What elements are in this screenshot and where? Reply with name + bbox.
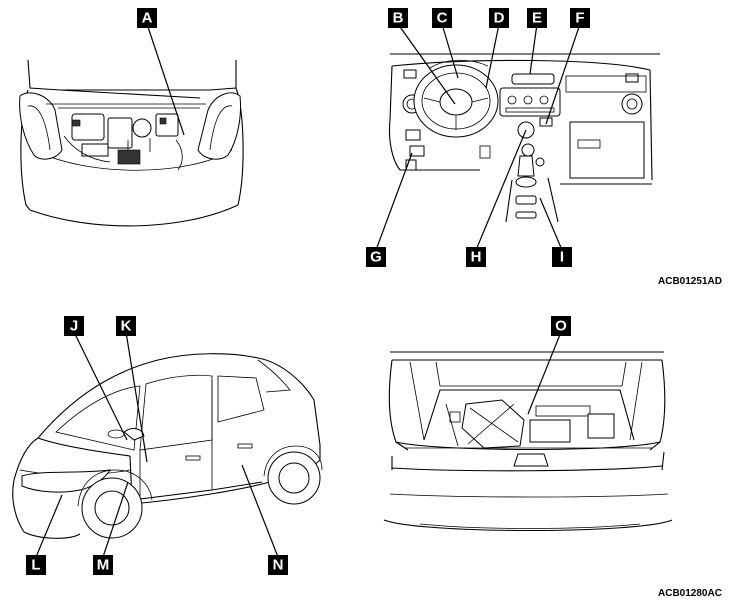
label-d: D xyxy=(489,8,509,28)
label-f: F xyxy=(570,8,590,28)
label-m: M xyxy=(93,555,113,575)
svg-text:F: F xyxy=(575,10,584,27)
svg-text:G: G xyxy=(370,249,382,266)
leader-lines xyxy=(35,23,581,558)
svg-text:J: J xyxy=(70,318,78,335)
label-h: H xyxy=(466,247,486,267)
engine-compartment-drawing xyxy=(19,59,244,227)
label-j: J xyxy=(64,316,84,336)
svg-text:H: H xyxy=(471,249,482,266)
svg-text:B: B xyxy=(393,10,404,27)
label-o: O xyxy=(551,316,571,336)
svg-text:L: L xyxy=(31,557,40,574)
figure-code-bottom: ACB01280AC xyxy=(658,588,722,599)
svg-text:E: E xyxy=(532,10,542,27)
label-b: B xyxy=(388,8,408,28)
vehicle-exterior-drawing xyxy=(12,353,323,539)
figure-code-top: ACB01251AD xyxy=(658,276,722,287)
svg-text:A: A xyxy=(142,10,153,27)
svg-text:M: M xyxy=(97,557,110,574)
label-c: C xyxy=(432,8,452,28)
label-g: G xyxy=(366,247,386,267)
label-a: A xyxy=(137,8,157,28)
instrument-panel-drawing xyxy=(388,53,660,223)
svg-text:D: D xyxy=(494,10,505,27)
label-e: E xyxy=(527,8,547,28)
svg-text:C: C xyxy=(437,10,448,27)
label-k: K xyxy=(116,316,136,336)
label-n: N xyxy=(268,555,288,575)
luggage-compartment-drawing xyxy=(383,351,673,532)
label-i: I xyxy=(552,247,572,267)
svg-text:O: O xyxy=(555,318,567,335)
label-l: L xyxy=(26,555,46,575)
svg-text:I: I xyxy=(560,249,564,266)
svg-text:N: N xyxy=(273,557,284,574)
svg-text:K: K xyxy=(121,318,132,335)
